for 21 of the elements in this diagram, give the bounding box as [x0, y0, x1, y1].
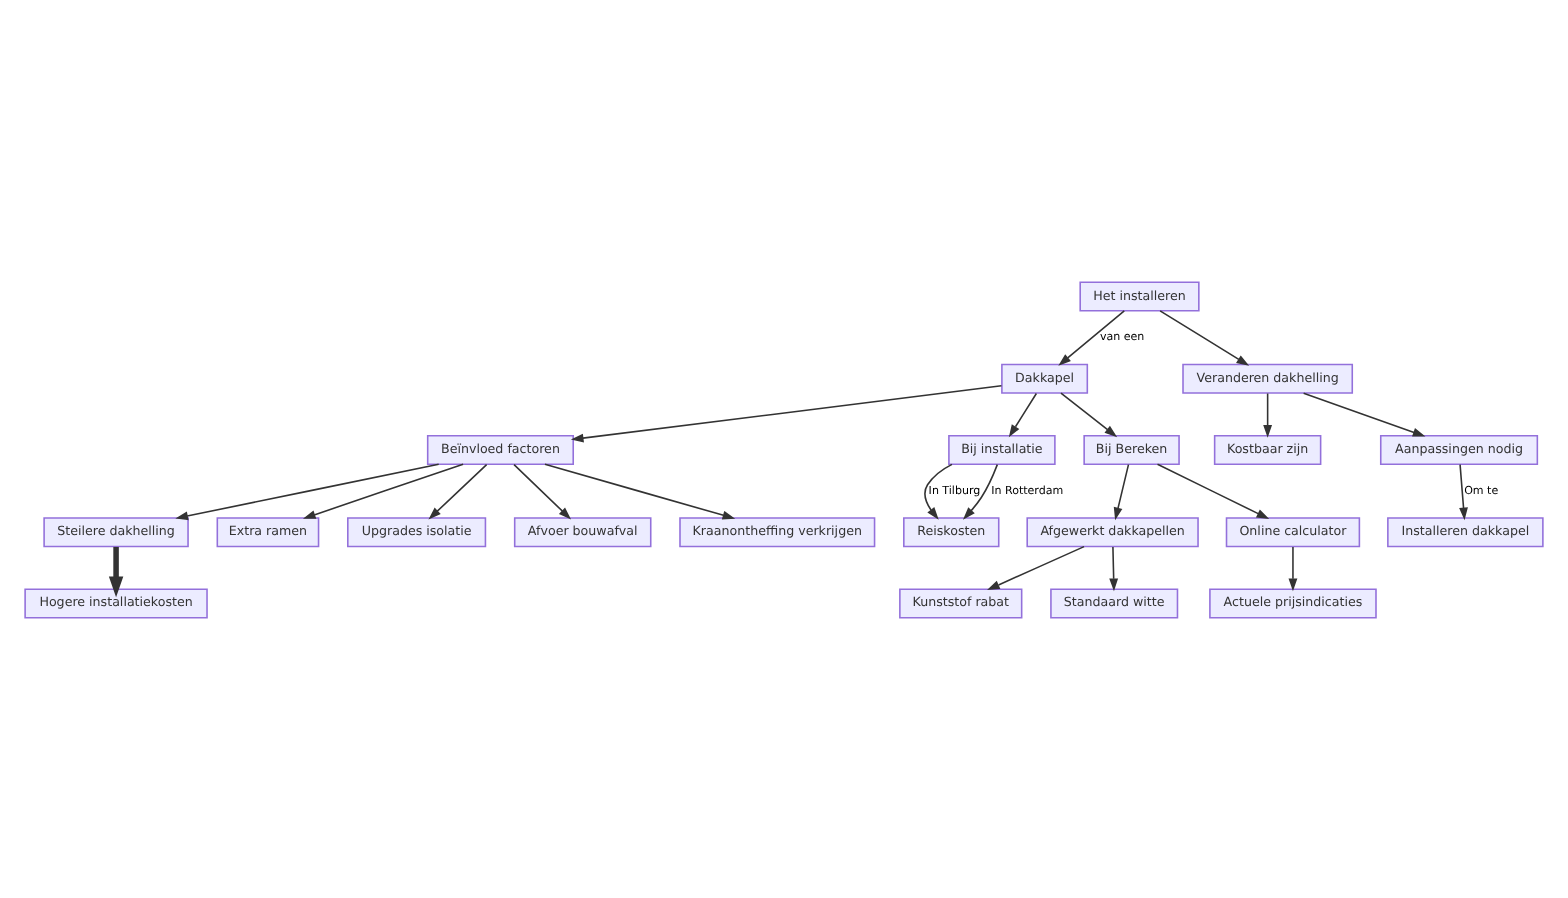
arrow [1288, 545, 1298, 591]
arrow [1058, 309, 1126, 365]
arrow [1263, 391, 1273, 437]
arrow [1156, 462, 1270, 519]
arrow [1459, 462, 1468, 520]
arrow [570, 384, 1003, 442]
arrow [1302, 391, 1426, 436]
arrow [1159, 309, 1250, 365]
arrow [1060, 391, 1118, 437]
arrow [544, 462, 736, 519]
arrow [924, 462, 953, 519]
arrow [513, 462, 572, 519]
arrow [1113, 462, 1130, 520]
arrow [302, 462, 464, 518]
arrow [175, 462, 440, 520]
arrow [987, 544, 1085, 590]
arrow [962, 462, 999, 519]
arrow [108, 545, 124, 597]
arrow [428, 462, 488, 519]
arrow [1109, 545, 1119, 591]
arrow [1008, 391, 1038, 437]
